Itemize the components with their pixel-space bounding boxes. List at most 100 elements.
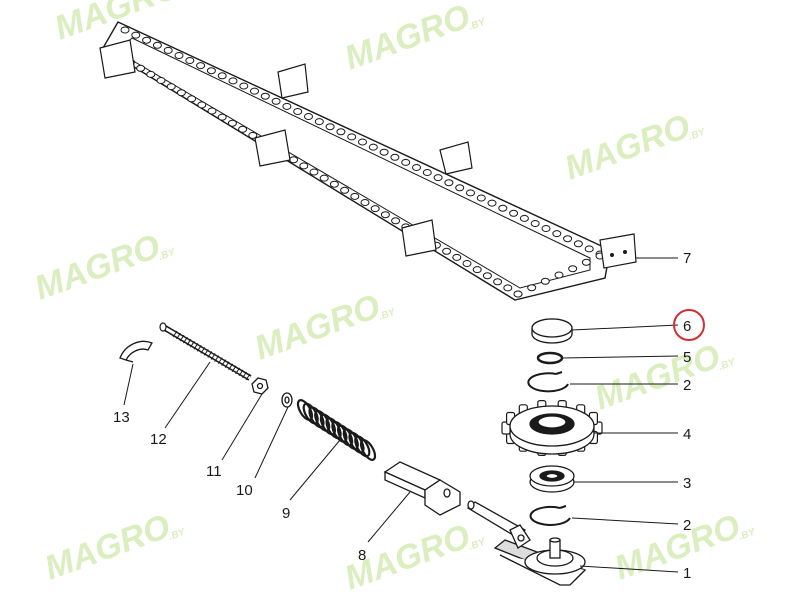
watermark-suffix: .BY xyxy=(467,536,488,552)
watermark-logo: MAGRO xyxy=(610,507,745,587)
chain-roller xyxy=(368,143,378,151)
chain-roller xyxy=(120,26,130,34)
chain-roller xyxy=(340,186,350,194)
chain-roller xyxy=(329,180,339,188)
rod-thread xyxy=(193,343,199,350)
leader-lines xyxy=(123,257,679,573)
chain-roller xyxy=(444,179,454,187)
chain-roller xyxy=(325,123,335,131)
chain-roller xyxy=(227,119,237,127)
spring-coil xyxy=(296,399,314,421)
watermark-suffix: .BY xyxy=(157,246,178,262)
watermark-logo: MAGRO xyxy=(30,227,165,307)
callout-6: 6 xyxy=(683,318,691,335)
chain-roller xyxy=(573,240,583,248)
circlip-upper xyxy=(527,371,569,393)
spring-coil xyxy=(302,402,319,425)
chain-roller xyxy=(370,205,380,213)
bolt-hole xyxy=(623,250,627,254)
rod-thread xyxy=(231,365,237,373)
chain-roller xyxy=(519,214,529,222)
chain-roller xyxy=(196,62,206,70)
chain-roller xyxy=(563,235,573,243)
chain-roller xyxy=(487,199,497,207)
callout-2-lower: 2 xyxy=(683,517,691,534)
callout-12: 12 xyxy=(150,431,167,448)
chain-roller xyxy=(131,31,141,39)
callout-11: 11 xyxy=(206,463,222,480)
chain-roller xyxy=(146,70,156,78)
rod-thread xyxy=(242,371,247,379)
scraper-plate xyxy=(599,233,637,269)
chain-roller xyxy=(527,284,537,292)
chain-roller xyxy=(319,174,329,182)
spring-coil xyxy=(359,439,377,461)
rod-thread xyxy=(235,367,241,375)
callout-1: 1 xyxy=(683,565,691,582)
chain-roller xyxy=(250,87,259,95)
chain-roller xyxy=(568,265,578,273)
watermark-suffix: .BY xyxy=(377,306,398,322)
chain-roller xyxy=(482,272,492,280)
chain-roller xyxy=(513,290,523,298)
chain-roller xyxy=(350,192,360,200)
chain-roller xyxy=(442,247,452,255)
chain-roller xyxy=(360,199,370,206)
chain-roller xyxy=(217,72,227,80)
hex-nut xyxy=(251,377,269,395)
callout-8: 8 xyxy=(358,547,366,564)
chain-roller xyxy=(472,266,482,274)
rod-thread xyxy=(182,336,188,344)
chain-roller xyxy=(174,52,184,59)
chain-roller xyxy=(380,211,390,219)
chain-roller xyxy=(358,138,367,146)
watermark-suffix: .BY xyxy=(467,16,488,32)
spring-coil xyxy=(337,424,354,447)
spring-coil xyxy=(331,420,348,443)
chain-links xyxy=(105,26,605,298)
chain-roller xyxy=(293,108,303,115)
rod-thread xyxy=(245,373,251,381)
chain-roller xyxy=(282,102,292,110)
chain-roller xyxy=(503,284,513,292)
chain-roller xyxy=(206,67,216,75)
chain-roller xyxy=(422,169,432,176)
rod-thread xyxy=(179,334,185,342)
chain-roller xyxy=(493,278,503,286)
watermark-suffix: .BY xyxy=(177,0,198,3)
chain-roller xyxy=(299,162,309,170)
chain-roller xyxy=(163,46,173,54)
callout-2-upper: 2 xyxy=(683,377,691,394)
chain-roller xyxy=(176,89,186,97)
compression-spring xyxy=(296,399,377,461)
chain-roller xyxy=(466,189,475,197)
rod-thread xyxy=(196,345,202,352)
scraper-plate xyxy=(401,219,437,257)
chain-roller xyxy=(401,158,411,166)
scraper-plate xyxy=(277,63,309,99)
chain-roller xyxy=(136,64,146,72)
chain-roller xyxy=(452,253,462,261)
chain-roller xyxy=(238,125,248,133)
rod-thread xyxy=(210,353,216,360)
chain-roller xyxy=(554,271,564,279)
callout-4: 4 xyxy=(683,426,691,443)
chain-roller xyxy=(304,113,313,120)
chain-roller xyxy=(541,225,551,232)
chain-roller xyxy=(248,131,258,139)
chain-roller xyxy=(185,57,195,64)
chain-roller xyxy=(156,77,166,84)
callout-13: 13 xyxy=(113,409,130,426)
watermark-suffix: .BY xyxy=(687,126,708,142)
spring-coil xyxy=(325,417,342,440)
spring-coil xyxy=(354,435,371,458)
callout-numbers: 7 6 5 2 4 3 2 1 13 12 11 10 9 8 xyxy=(113,250,691,582)
rod-thread xyxy=(224,361,230,368)
rod-thread xyxy=(207,351,213,358)
callout-10: 10 xyxy=(236,482,253,499)
callout-9: 9 xyxy=(282,505,290,522)
chain-roller xyxy=(379,148,389,156)
chain-roller xyxy=(152,41,162,49)
highlight-circle xyxy=(673,309,705,341)
rod-thread xyxy=(214,355,220,362)
